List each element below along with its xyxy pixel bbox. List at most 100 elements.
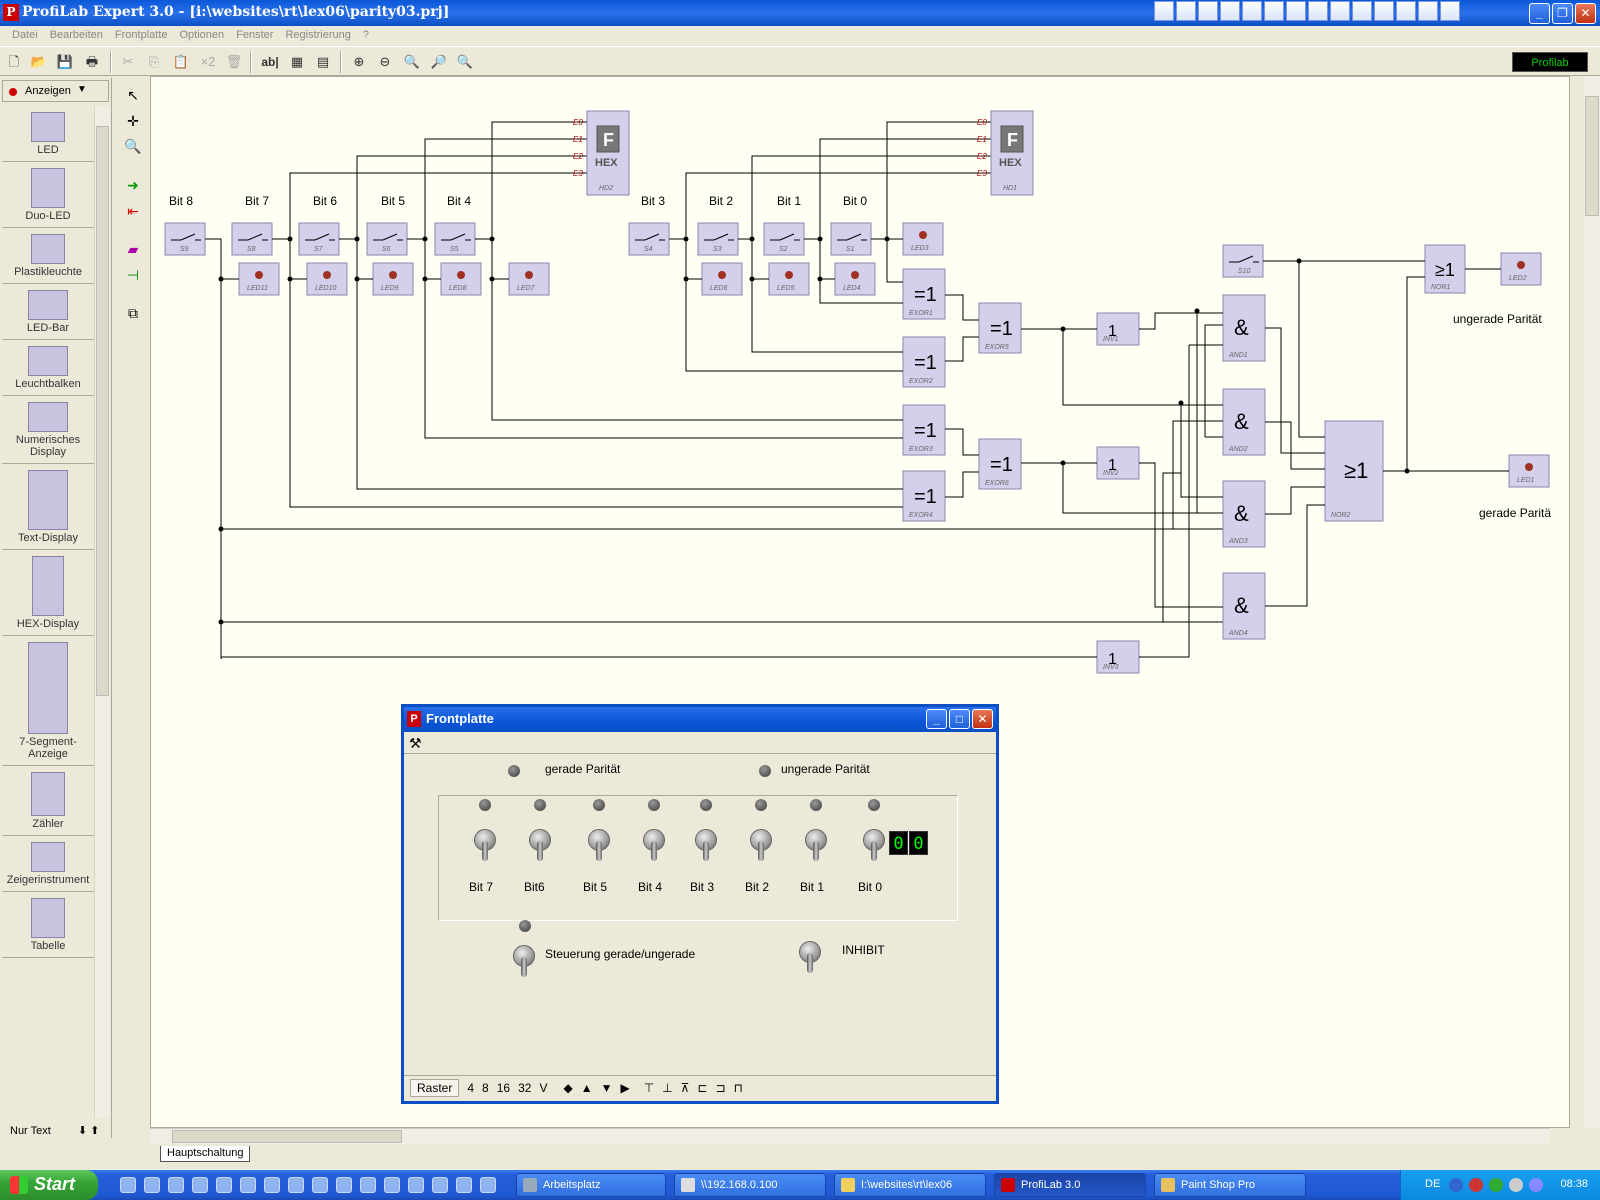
palette-scrollbar[interactable] <box>94 106 110 1118</box>
close-button[interactable]: ✕ <box>1575 3 1596 24</box>
app-shortcut-icon[interactable] <box>1330 1 1350 21</box>
palette-item-hex-display[interactable]: HEX-Display <box>2 556 94 636</box>
zoom-fit-icon[interactable]: 🔎 <box>430 54 448 69</box>
open-folder-icon[interactable]: 📂 <box>30 54 48 69</box>
raster-16-button[interactable]: 16 <box>496 1080 511 1095</box>
quicklaunch-icon[interactable] <box>192 1177 208 1193</box>
toggle-bit[interactable] <box>695 829 717 863</box>
palette-footer[interactable]: Nur Text ⬇ ⬆ <box>2 1120 110 1140</box>
app-shortcut-icon[interactable] <box>1242 1 1262 21</box>
task-paint-shop-pro[interactable]: Paint Shop Pro <box>1154 1173 1306 1197</box>
switch-component[interactable] <box>164 222 206 256</box>
palette-item-duo-led[interactable]: Duo-LED <box>2 168 94 228</box>
switch-component[interactable] <box>763 222 805 256</box>
quicklaunch-icon[interactable] <box>288 1177 304 1193</box>
raster-v-button[interactable]: V <box>539 1080 548 1095</box>
logic-gate[interactable] <box>1324 420 1384 522</box>
quicklaunch-icon[interactable] <box>216 1177 232 1193</box>
menu-frontplatte[interactable]: Frontplatte <box>114 29 168 41</box>
quicklaunch-icon[interactable] <box>384 1177 400 1193</box>
arrow-right-icon[interactable]: ▶ <box>620 1080 630 1095</box>
switch-view-icon[interactable]: ⧉ <box>128 305 138 321</box>
arrow-left-icon[interactable]: ⇤ <box>127 203 139 219</box>
menu-optionen[interactable]: Optionen <box>179 29 225 41</box>
quicklaunch-icon[interactable] <box>264 1177 280 1193</box>
maximize-button[interactable]: □ <box>949 709 970 729</box>
arrow-up-icon[interactable]: ⬆ <box>90 1125 100 1137</box>
paste-icon[interactable]: 📋 <box>172 54 190 69</box>
app-shortcut-icon[interactable] <box>1440 1 1460 21</box>
text-tool-icon[interactable]: ab| <box>261 55 279 69</box>
led-component[interactable] <box>768 262 810 296</box>
minimize-button[interactable]: _ <box>1529 3 1550 24</box>
toggle-bit[interactable] <box>750 829 772 863</box>
app-shortcut-icon[interactable] <box>1286 1 1306 21</box>
quicklaunch-icon[interactable] <box>408 1177 424 1193</box>
pointer-tool-icon[interactable]: ↖ <box>127 87 139 103</box>
label-tool-icon[interactable]: ▰ <box>127 241 139 257</box>
app-shortcut-icon[interactable] <box>1176 1 1196 21</box>
palette-item-leuchtbalken[interactable]: Leuchtbalken <box>2 346 94 396</box>
palette-item-plastikleuchte[interactable]: Plastikleuchte <box>2 234 94 284</box>
palette-item-numeric-display[interactable]: Numerisches Display <box>2 402 94 464</box>
canvas-vertical-scrollbar[interactable] <box>1584 76 1600 1128</box>
quicklaunch-icon[interactable] <box>168 1177 184 1193</box>
logic-gate[interactable] <box>978 438 1022 490</box>
align-left-icon[interactable]: ⊏ <box>697 1080 708 1095</box>
tray-icon[interactable] <box>1529 1178 1543 1192</box>
start-button[interactable]: Start <box>0 1170 98 1200</box>
menu-help[interactable]: ? <box>362 29 369 41</box>
duplicate-icon[interactable]: ×2 <box>200 54 216 69</box>
arrow-down-icon[interactable]: ⬇ <box>77 1125 88 1137</box>
toggle-bit[interactable] <box>588 829 610 863</box>
toggle-steuerung[interactable] <box>513 945 535 979</box>
app-shortcut-icon[interactable] <box>1352 1 1372 21</box>
hex-display-component[interactable] <box>990 110 1034 196</box>
toggle-inhibit[interactable] <box>799 941 821 975</box>
zoom-tool-icon[interactable]: 🔍 <box>124 138 142 154</box>
palette-item-tabelle[interactable]: Tabelle <box>2 898 94 958</box>
tray-icon[interactable] <box>1449 1178 1463 1192</box>
app-shortcut-icon[interactable] <box>1374 1 1394 21</box>
menu-bearbeiten[interactable]: Bearbeiten <box>49 29 103 41</box>
delete-icon[interactable]: 🗑 <box>225 54 243 69</box>
led-component[interactable] <box>701 262 743 296</box>
palette-item-led-bar[interactable]: LED-Bar <box>2 290 94 340</box>
menu-registrierung[interactable]: Registrierung <box>285 29 351 41</box>
arrow-left-icon[interactable]: ◆ <box>563 1080 573 1095</box>
app-shortcut-icon[interactable] <box>1264 1 1284 21</box>
quicklaunch-icon[interactable] <box>456 1177 472 1193</box>
save-icon[interactable]: 💾 <box>56 54 74 69</box>
arrow-right-icon[interactable]: ➜ <box>127 177 139 193</box>
switch-component[interactable] <box>366 222 408 256</box>
quicklaunch-icon[interactable] <box>120 1177 136 1193</box>
task-folder-lex06[interactable]: I:\websites\rt\lex06 <box>834 1173 986 1197</box>
new-file-icon[interactable]: 🗋 <box>8 54 20 69</box>
logic-gate[interactable] <box>902 470 946 522</box>
align-bottom-icon[interactable]: ⊼ <box>680 1080 690 1095</box>
switch-component[interactable] <box>231 222 273 256</box>
zoom-reset-icon[interactable]: 🔍 <box>456 54 474 69</box>
toggle-bit[interactable] <box>863 829 885 863</box>
switch-component[interactable] <box>1222 244 1264 278</box>
quicklaunch-icon[interactable] <box>240 1177 256 1193</box>
app-shortcut-icon[interactable] <box>1198 1 1218 21</box>
quicklaunch-icon[interactable] <box>360 1177 376 1193</box>
logic-gate[interactable] <box>902 336 946 388</box>
close-button[interactable]: ✕ <box>972 709 993 729</box>
align-top-icon[interactable]: ⊤ <box>643 1080 655 1095</box>
palette-item-zeigerinstrument[interactable]: Zeigerinstrument <box>2 842 94 892</box>
arrow-up-icon[interactable]: ▲ <box>580 1080 593 1095</box>
menu-datei[interactable]: Datei <box>12 29 38 41</box>
raster-32-button[interactable]: 32 <box>518 1080 532 1095</box>
palette-item-7segment[interactable]: 7-Segment-Anzeige <box>2 642 94 766</box>
tray-icon[interactable] <box>1509 1178 1523 1192</box>
zoom-in-icon[interactable]: ⊕ <box>353 54 365 69</box>
app-shortcut-icon[interactable] <box>1220 1 1240 21</box>
logic-gate[interactable] <box>1222 480 1266 548</box>
logic-gate[interactable] <box>978 302 1022 354</box>
arrow-down-icon[interactable]: ▼ <box>600 1080 613 1095</box>
palette-item-led[interactable]: LED <box>2 112 94 162</box>
align-right-icon[interactable]: ⊓ <box>733 1080 743 1095</box>
logic-gate[interactable] <box>902 404 946 456</box>
